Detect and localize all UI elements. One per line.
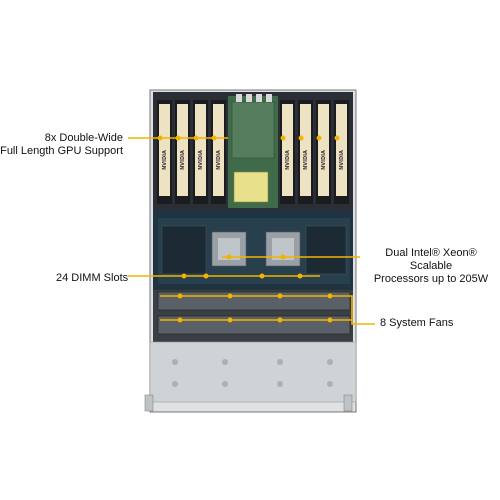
- gpu-card: [157, 100, 172, 204]
- gpu-brand-logo: NVIDIA: [198, 150, 204, 170]
- gpu-brand-logo: NVIDIA: [321, 150, 327, 170]
- cpu-callout-line1: Dual Intel® Xeon® Scalable: [385, 247, 477, 272]
- callout-dot: [277, 317, 283, 323]
- callout-dot: [175, 135, 181, 141]
- cpu-callout-label: Dual Intel® Xeon® Scalable Processors up…: [366, 247, 496, 286]
- callout-dot: [334, 135, 340, 141]
- fans-callout-line-top: [160, 295, 375, 325]
- callout-dot: [327, 317, 333, 323]
- callout-dot: [277, 293, 283, 299]
- drive-bay-grid: [172, 359, 333, 387]
- fans-callout-label: 8 System Fans: [380, 317, 454, 329]
- motherboard: [158, 218, 350, 284]
- callout-dot: [181, 273, 187, 279]
- callout-dot: [177, 317, 183, 323]
- callout-dot: [177, 293, 183, 299]
- gpu-brand-logo: NVIDIA: [303, 150, 309, 170]
- cpu-heatsink: [265, 231, 301, 267]
- gpu-callout-label: 8x Double-Wide Full Length GPU Support: [0, 132, 123, 158]
- callout-dot: [259, 273, 265, 279]
- callout-dot: [280, 254, 286, 260]
- callout-dot: [327, 293, 333, 299]
- gpu-brand-logo: NVIDIA: [285, 150, 291, 170]
- callout-dot: [227, 293, 233, 299]
- callout-dot: [280, 135, 286, 141]
- callout-dot: [298, 135, 304, 141]
- callout-dot: [157, 135, 163, 141]
- gpu-brand-logos: NVIDIA NVIDIA NVIDIA NVIDIA NVIDIA NVIDI…: [162, 150, 345, 170]
- pcie-switch-board: [228, 94, 278, 208]
- gpu-brand-logo: NVIDIA: [216, 150, 222, 170]
- gpu-card: [175, 100, 190, 204]
- callout-dot: [227, 317, 233, 323]
- callout-dot: [203, 273, 209, 279]
- callout-dot: [211, 135, 217, 141]
- callout-dot: [226, 254, 232, 260]
- gpu-card: [298, 100, 313, 204]
- gpu-card: [211, 100, 226, 204]
- callout-dot: [193, 135, 199, 141]
- dimm-callout-label: 24 DIMM Slots: [56, 272, 129, 284]
- gpu-brand-logo: NVIDIA: [180, 150, 186, 170]
- callout-dot: [297, 273, 303, 279]
- gpu-card: [334, 100, 349, 204]
- gpu-brand-logo: NVIDIA: [339, 150, 345, 170]
- cpu-callout-line2: Processors up to 205W: [373, 273, 489, 285]
- gpu-card: [193, 100, 208, 204]
- gpu-callout-line2: Full Length GPU Support: [0, 145, 123, 157]
- gpu-callout-line1: 8x Double-Wide: [44, 132, 123, 144]
- callout-lines: [128, 137, 375, 325]
- gpu-cards: [157, 100, 349, 204]
- gpu-brand-logo: NVIDIA: [162, 150, 168, 170]
- callout-dots: [157, 135, 340, 323]
- cpu-heatsink: [211, 231, 247, 267]
- gpu-card: [280, 100, 295, 204]
- gpu-card: [316, 100, 331, 204]
- callout-dot: [316, 135, 322, 141]
